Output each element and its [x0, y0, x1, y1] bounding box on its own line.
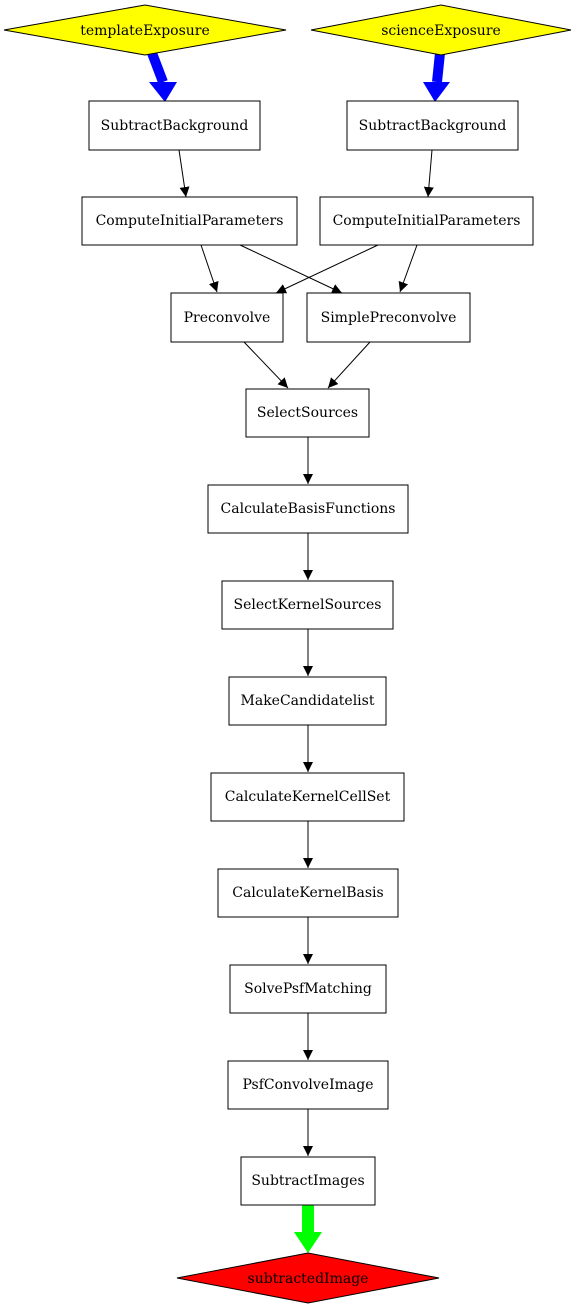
- make-candidatelist-label: MakeCandidatelist: [241, 693, 375, 709]
- node-science-exposure: scienceExposure: [310, 4, 572, 56]
- compute-initial-parameters-left-label: ComputeInitialParameters: [96, 213, 284, 229]
- compute-initial-parameters-right-label: ComputeInitialParameters: [333, 213, 521, 229]
- science-exposure-label: scienceExposure: [381, 23, 501, 39]
- node-subtract-background-left: SubtractBackground: [88, 100, 261, 151]
- node-make-candidatelist: MakeCandidatelist: [228, 676, 387, 726]
- edge-compute-right-to-simple-preconvolve: [398, 244, 418, 293]
- node-subtracted-image: subtractedImage: [176, 1252, 440, 1304]
- node-calculate-kernel-cell-set: CalculateKernelCellSet: [210, 772, 405, 822]
- node-subtract-background-right: SubtractBackground: [346, 100, 519, 151]
- node-calculate-basis-functions: CalculateBasisFunctions: [207, 484, 409, 534]
- node-simple-preconvolve: SimplePreconvolve: [306, 292, 471, 343]
- node-calculate-kernel-basis: CalculateKernelBasis: [217, 868, 399, 918]
- calculate-kernel-basis-label: CalculateKernelBasis: [232, 885, 383, 901]
- edge-preconvolve-to-select-sources: [243, 341, 289, 389]
- edge-subtract-background-right-to-compute-right: [423, 149, 434, 198]
- subtracted-image-label: subtractedImage: [248, 1271, 369, 1287]
- edge-simple-preconvolve-to-select-sources: [327, 341, 371, 389]
- calculate-basis-functions-label: CalculateBasisFunctions: [221, 501, 396, 517]
- edge-subtract-images-to-subtracted-image: [294, 1205, 322, 1253]
- subtract-background-right-label: SubtractBackground: [359, 118, 507, 134]
- edge-compute-right-to-preconvolve: [275, 244, 379, 294]
- node-compute-initial-parameters-right: ComputeInitialParameters: [319, 196, 534, 246]
- node-subtract-images: SubtractImages: [240, 1156, 376, 1206]
- node-template-exposure: templateExposure: [3, 4, 287, 56]
- psf-convolve-image-label: PsfConvolveImage: [243, 1077, 374, 1093]
- simple-preconvolve-label: SimplePreconvolve: [321, 310, 457, 326]
- solve-psf-matching-label: SolvePsfMatching: [244, 981, 372, 997]
- edge-template-exposure-to-subtract-background-left: [147, 51, 177, 102]
- preconvolve-label: Preconvolve: [184, 310, 271, 326]
- node-preconvolve: Preconvolve: [170, 292, 284, 343]
- node-compute-initial-parameters-left: ComputeInitialParameters: [81, 196, 298, 246]
- edge-compute-left-to-simple-preconvolve: [239, 244, 343, 294]
- subtract-images-label: SubtractImages: [251, 1173, 364, 1189]
- edge-subtract-background-left-to-compute-left: [178, 149, 190, 198]
- template-exposure-label: templateExposure: [80, 23, 210, 39]
- node-solve-psf-matching: SolvePsfMatching: [229, 964, 387, 1014]
- node-select-sources: SelectSources: [245, 388, 370, 438]
- node-psf-convolve-image: PsfConvolveImage: [227, 1060, 389, 1110]
- select-sources-label: SelectSources: [257, 405, 358, 421]
- subtract-background-left-label: SubtractBackground: [101, 118, 249, 134]
- edges: [147, 51, 450, 1253]
- edge-compute-left-to-preconvolve: [200, 244, 219, 293]
- edge-science-exposure-to-subtract-background-right: [423, 52, 450, 102]
- calculate-kernel-cell-set-label: CalculateKernelCellSet: [225, 789, 391, 805]
- select-kernel-sources-label: SelectKernelSources: [234, 597, 382, 613]
- node-select-kernel-sources: SelectKernelSources: [221, 580, 394, 630]
